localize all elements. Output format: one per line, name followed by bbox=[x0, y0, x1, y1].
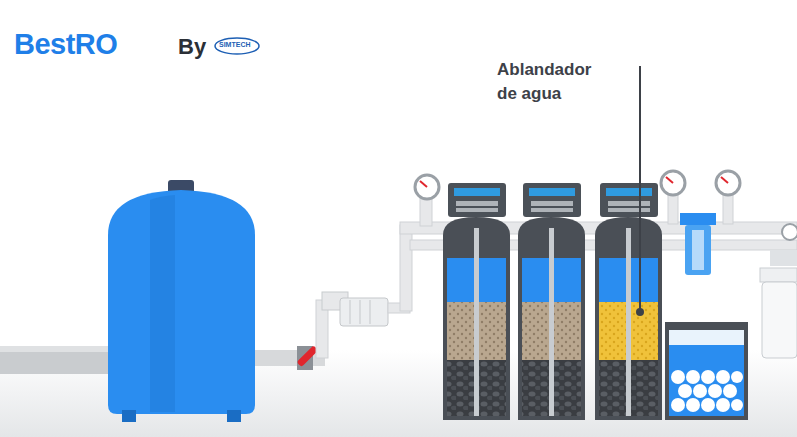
logo-text: SIMTECH bbox=[219, 41, 251, 48]
brand-by: By bbox=[178, 34, 206, 60]
brand-name: BestRO bbox=[14, 28, 117, 61]
callout-label: Ablandador de agua bbox=[497, 58, 613, 106]
